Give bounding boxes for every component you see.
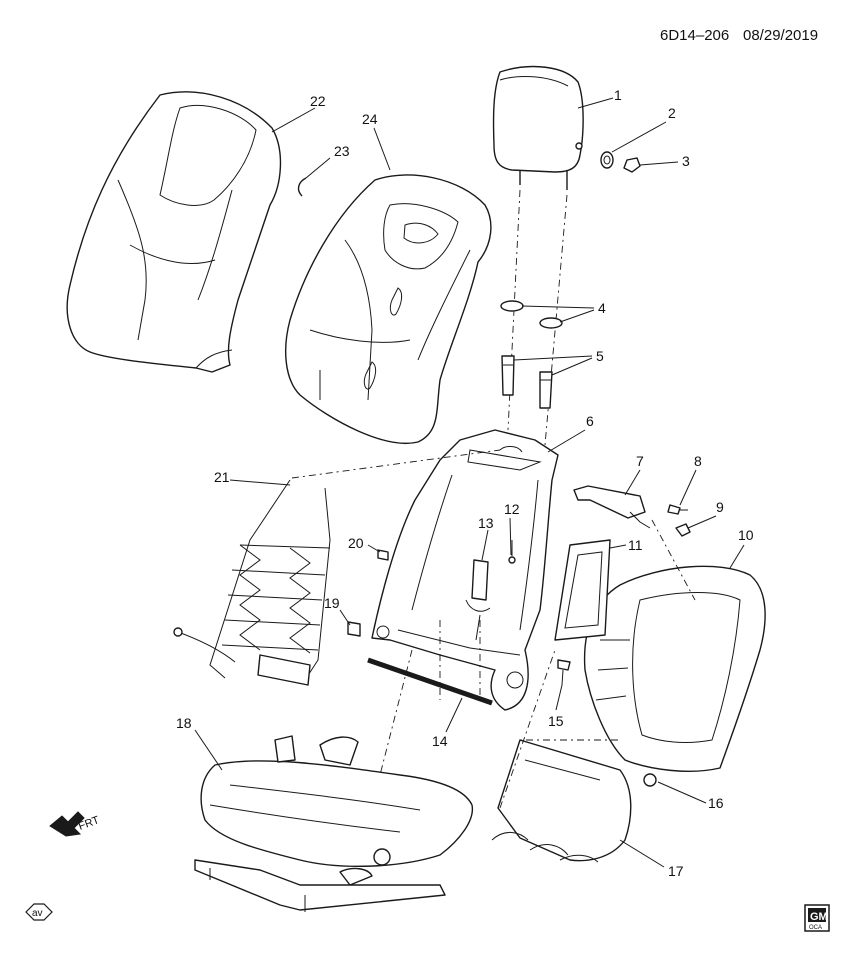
part-7-bracket bbox=[573, 485, 651, 529]
part-5-sleeves bbox=[501, 355, 553, 409]
diagram-code: 6D14–206 bbox=[660, 27, 729, 44]
part-15-bolt bbox=[557, 659, 571, 686]
diagram-date: 08/29/2019 bbox=[743, 27, 818, 44]
part-11-pad bbox=[554, 539, 611, 641]
callout-19: 19 bbox=[324, 595, 340, 611]
callout-2: 2 bbox=[668, 105, 676, 121]
part-21-spring-mat bbox=[173, 479, 331, 686]
callout-22: 22 bbox=[310, 93, 326, 109]
callout-1: 1 bbox=[614, 87, 622, 103]
part-2-guide bbox=[600, 151, 614, 169]
callout-24: 24 bbox=[362, 111, 378, 127]
callout-14: 14 bbox=[432, 733, 448, 749]
part-17-rear-panel bbox=[491, 739, 632, 863]
front-arrow-icon: FRT bbox=[49, 811, 101, 837]
callout-15: 15 bbox=[548, 713, 564, 729]
callout-12: 12 bbox=[504, 501, 520, 517]
part-23-clip bbox=[297, 177, 307, 197]
gm-logo-text: GM bbox=[810, 911, 828, 923]
part-1-headrest bbox=[492, 65, 584, 190]
part-24-seatback-pad bbox=[285, 174, 492, 444]
link-frame-cushion bbox=[379, 649, 413, 776]
callout-8: 8 bbox=[694, 453, 702, 469]
part-14-strip bbox=[367, 657, 493, 706]
part-12-push-pin bbox=[508, 540, 516, 564]
gm-logo: GM OCA bbox=[804, 904, 830, 932]
callout-20: 20 bbox=[348, 535, 364, 551]
part-13-lumbar-motor bbox=[465, 559, 491, 641]
leader-lines bbox=[194, 97, 745, 868]
callout-9: 9 bbox=[716, 499, 724, 515]
part-22-seatback-cover bbox=[66, 91, 282, 373]
part-18-seat-cushion bbox=[194, 735, 474, 912]
part-19-bolt bbox=[347, 621, 361, 637]
callout-13: 13 bbox=[478, 515, 494, 531]
gm-logo-sub: OCA bbox=[809, 925, 822, 931]
callout-23: 23 bbox=[334, 143, 350, 159]
part-6-seatback-frame bbox=[371, 429, 559, 711]
part-3-nut bbox=[623, 157, 641, 173]
callout-7: 7 bbox=[636, 453, 644, 469]
link-17-back bbox=[499, 649, 556, 809]
callout-18: 18 bbox=[176, 715, 192, 731]
av-badge-icon: av bbox=[25, 903, 53, 921]
part-16-button bbox=[643, 773, 657, 787]
callout-3: 3 bbox=[682, 153, 690, 169]
link-7-10 bbox=[651, 519, 696, 601]
callout-21: 21 bbox=[214, 469, 230, 485]
callout-5: 5 bbox=[596, 348, 604, 364]
callout-4: 4 bbox=[598, 300, 606, 316]
callout-6: 6 bbox=[586, 413, 594, 429]
part-8-screw bbox=[667, 504, 688, 515]
callout-17: 17 bbox=[668, 863, 684, 879]
part-9-clip bbox=[675, 523, 691, 537]
callout-16: 16 bbox=[708, 795, 724, 811]
part-10-back-panel bbox=[583, 565, 766, 772]
part-4-grommets bbox=[500, 300, 563, 329]
link-21-frame bbox=[291, 449, 501, 479]
av-badge-text: av bbox=[32, 908, 43, 919]
callout-10: 10 bbox=[738, 527, 754, 543]
part-20-bolt bbox=[377, 549, 389, 561]
callout-11: 11 bbox=[628, 537, 643, 553]
